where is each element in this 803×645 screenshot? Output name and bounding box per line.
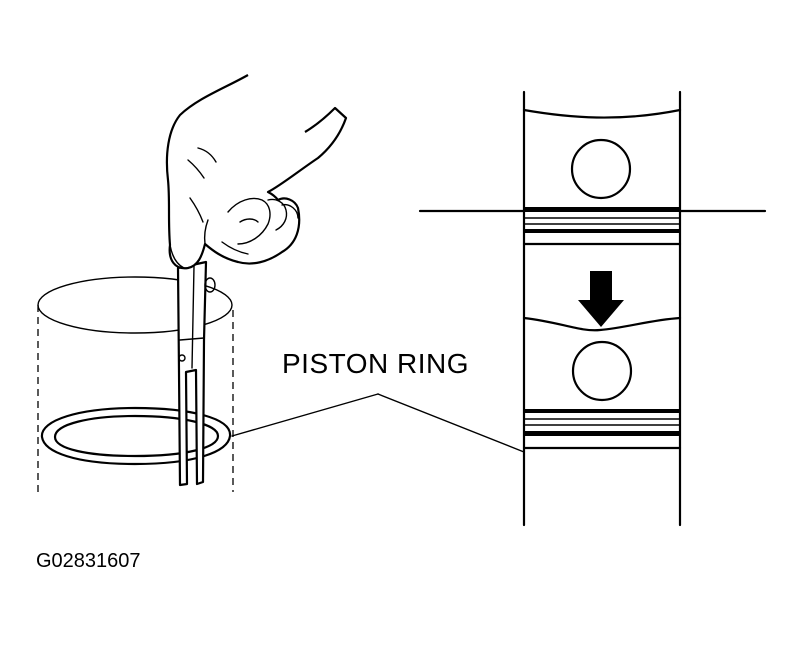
ring-gap-line [522, 316, 682, 332]
fingertip-contact [204, 277, 216, 293]
leader-to-right-ring [377, 393, 525, 453]
piston-close-up [418, 90, 767, 527]
upper-groove-band-1 [524, 207, 680, 212]
upper-pin-hole [570, 138, 632, 200]
lower-groove-band-1 [524, 409, 680, 413]
piston-ring-in-cylinder [40, 406, 232, 466]
finger-tip-1 [267, 198, 288, 231]
lower-groove-band-2 [524, 431, 680, 436]
push-tool [176, 260, 208, 487]
tool-groove [179, 337, 205, 341]
tool-and-hand [165, 74, 348, 487]
hand [165, 74, 348, 270]
piston-top-break [522, 108, 682, 119]
finger-crease-1 [187, 159, 205, 179]
thumb-outline [227, 197, 271, 245]
ring-inner-edge [53, 414, 220, 458]
finger-crease-2 [197, 147, 217, 163]
upper-groove-band-2 [524, 229, 680, 233]
leader-to-left-ring [231, 393, 379, 437]
down-arrow-icon [578, 271, 624, 327]
tool-hole [178, 354, 186, 362]
cylinder-illustration [37, 276, 234, 492]
cylinder-top-edge [37, 276, 233, 334]
index-finger [169, 244, 185, 269]
palm-line [203, 219, 209, 245]
piston-ring-label: PISTON RING [282, 348, 470, 379]
knuckle-line [221, 241, 249, 255]
lower-pin-hole [571, 340, 633, 402]
finger-crease-3 [189, 197, 204, 223]
thumb-nail [239, 218, 259, 223]
finger-tip-2 [281, 203, 299, 219]
figure-id-label: G02831607 [36, 550, 141, 572]
tool-edge [191, 265, 195, 369]
ring-outer-edge [40, 406, 232, 466]
label-leader-lines [231, 393, 525, 453]
